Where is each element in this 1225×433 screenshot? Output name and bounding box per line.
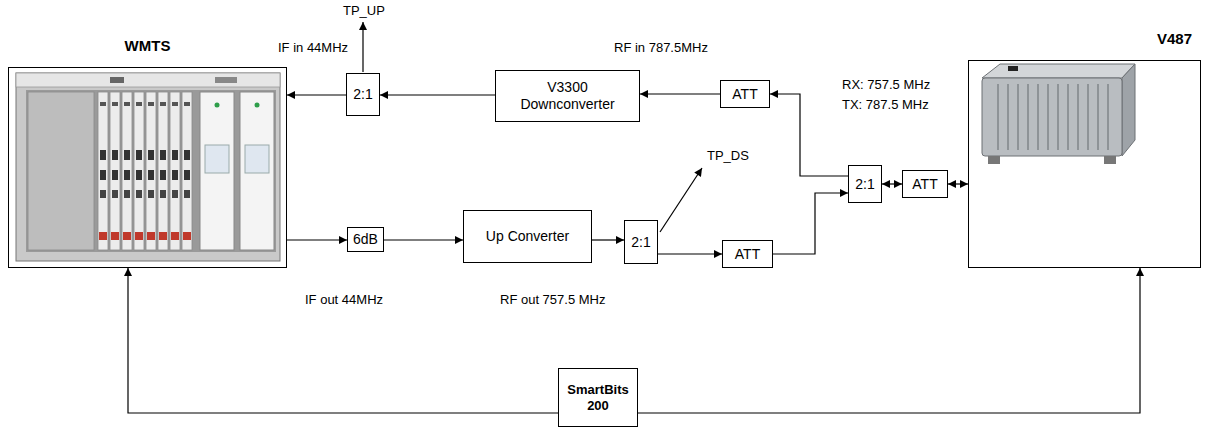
signal-label: TP_DS: [705, 148, 751, 163]
unit-heading: V487: [1157, 30, 1192, 48]
attenuator-box: 6dB: [347, 227, 384, 252]
attenuator-box: ATT: [902, 170, 948, 198]
signal-connector: [882, 183, 902, 184]
signal-label: IF in 44MHz: [276, 40, 350, 55]
box-label: ATT: [912, 176, 937, 193]
signal-label: IF out 44MHz: [303, 292, 385, 307]
box-label: Up Converter: [486, 228, 569, 245]
signal-label: RX: 757.5 MHz: [840, 77, 932, 92]
test-point-leader: [362, 22, 363, 72]
rack-illustration: [16, 73, 280, 261]
signal-connector: [948, 183, 968, 184]
box-label: 2:1: [353, 86, 372, 103]
signal-label: TP_UP: [341, 3, 387, 18]
node-illustration: [982, 64, 1135, 164]
splitter-box: 2:1: [848, 165, 882, 203]
box-label: V3300 Downconverter: [512, 79, 624, 113]
signal-connector: [384, 239, 463, 240]
unit-heading: WMTS: [9, 37, 286, 55]
signal-connector: [287, 94, 346, 95]
attenuator-box: ATT: [722, 240, 773, 268]
device-frame: V487: [968, 60, 1201, 268]
box-label: 6dB: [353, 231, 378, 248]
headend-rack: WMTS: [8, 67, 287, 268]
signal-connector: [638, 268, 1140, 413]
test-point-leader: [660, 168, 702, 232]
splitter-box: 2:1: [346, 73, 380, 116]
signal-connector: [128, 268, 558, 413]
converter-box: V3300 Downconverter: [495, 70, 640, 122]
tester-box: SmartBits 200: [558, 368, 638, 427]
signal-connector: [658, 253, 722, 254]
signal-connector: [380, 94, 495, 95]
signal-connector: [592, 239, 624, 240]
box-label: ATT: [732, 86, 757, 103]
box-label: 2:1: [855, 176, 874, 193]
signal-connector: [773, 193, 848, 254]
box-label: 2:1: [631, 234, 650, 251]
signal-label: RF in 787.5MHz: [612, 40, 710, 55]
attenuator-box: ATT: [720, 80, 770, 108]
signal-connector: [770, 94, 848, 176]
signal-connector: [640, 93, 720, 94]
signal-connector: [287, 239, 347, 240]
signal-label: RF out 757.5 MHz: [498, 292, 608, 307]
converter-box: Up Converter: [463, 210, 592, 263]
box-label: SmartBits 200: [563, 382, 633, 413]
box-label: ATT: [735, 246, 760, 263]
signal-label: TX: 787.5 MHz: [840, 97, 931, 112]
splitter-box: 2:1: [624, 220, 658, 264]
